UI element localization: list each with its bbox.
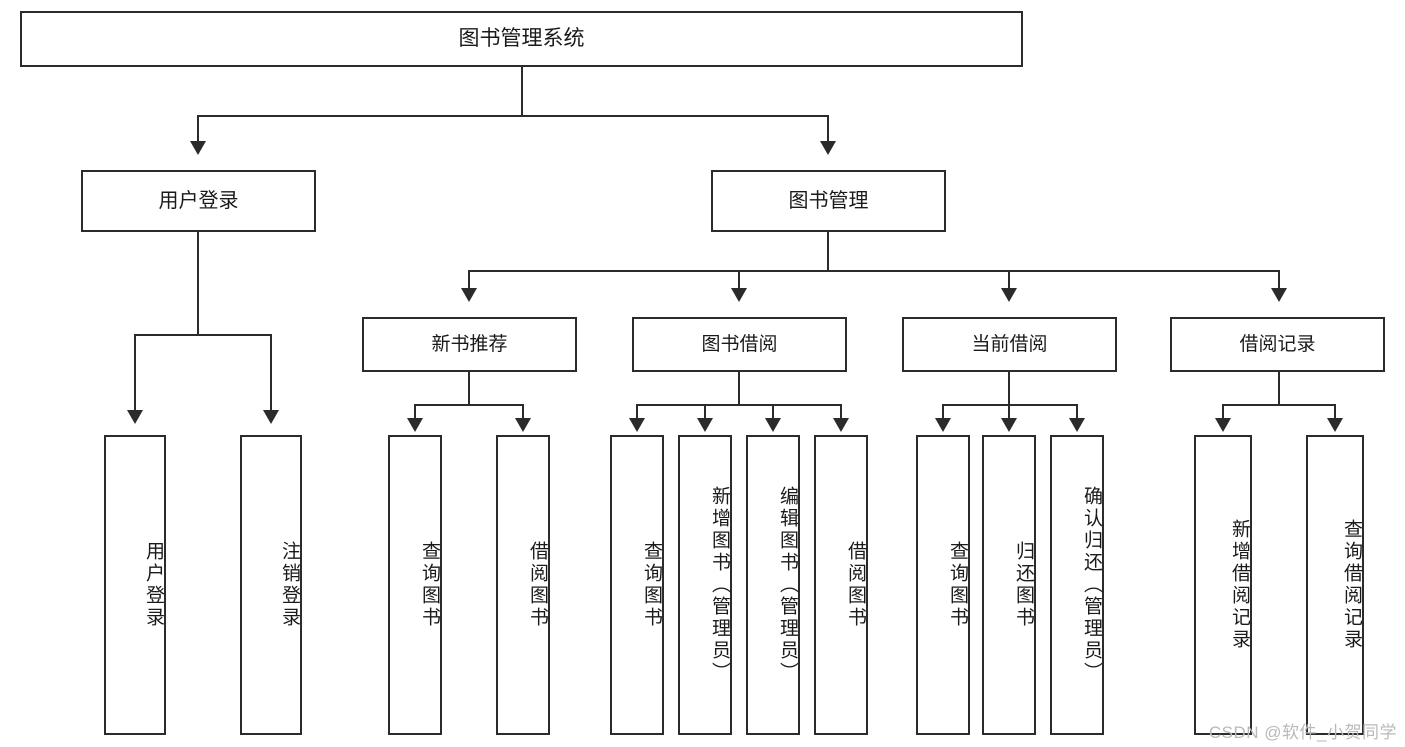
arrowhead-current-borrow	[1001, 288, 1017, 302]
node-new-book-recommend[interactable]: 新书推荐	[362, 317, 577, 372]
node-current-borrow[interactable]: 当前借阅	[902, 317, 1117, 372]
node-leaf-return-book[interactable]: 归还图书	[982, 435, 1036, 735]
node-label: 图书借阅	[701, 333, 778, 355]
node-label: 新增图书（管理员）	[709, 486, 730, 684]
node-book-manage[interactable]: 图书管理	[711, 170, 946, 232]
connector-br-drop-1	[1222, 404, 1224, 420]
arrowhead-leaf-add-record	[1215, 418, 1231, 432]
arrowhead-book-manage	[820, 141, 836, 155]
connector-to-book-borrow	[738, 270, 740, 290]
watermark-text: CSDN @软件_小贺同学	[1208, 723, 1397, 742]
connector-to-current-borrow	[1008, 270, 1010, 290]
node-leaf-user-logout[interactable]: 注销登录	[240, 435, 302, 735]
node-label: 查询图书	[641, 541, 662, 629]
connector-root-to-user-login	[197, 115, 199, 143]
connector-root-to-book-manage	[827, 115, 829, 143]
arrowhead-user-login	[190, 141, 206, 155]
connector-user-login-drop-1	[134, 334, 136, 412]
connector-borrow-record-bar	[1222, 404, 1336, 406]
arrowhead-leaf-query-book-3	[935, 418, 951, 432]
connector-book-borrow-stem	[738, 372, 740, 406]
node-label: 确认归还（管理员）	[1081, 486, 1102, 684]
connector-new-book-recommend-bar	[414, 404, 524, 406]
connector-bb-drop-1	[636, 404, 638, 420]
node-label: 图书管理系统	[458, 26, 585, 50]
arrowhead-leaf-return-book	[1001, 418, 1017, 432]
connector-root-stem	[521, 67, 523, 115]
arrowhead-leaf-query-book-1	[407, 418, 423, 432]
arrowhead-new-book-recommend	[461, 288, 477, 302]
arrowhead-leaf-user-logout	[263, 410, 279, 424]
node-leaf-user-login[interactable]: 用户登录	[104, 435, 166, 735]
node-label: 新书推荐	[431, 333, 508, 355]
node-leaf-query-book-2[interactable]: 查询图书	[610, 435, 664, 735]
node-label: 借阅记录	[1239, 333, 1316, 355]
node-label: 注销登录	[279, 541, 300, 629]
node-leaf-confirm-return[interactable]: 确认归还（管理员）	[1050, 435, 1104, 735]
node-label: 借阅图书	[527, 541, 548, 629]
arrowhead-borrow-record	[1271, 288, 1287, 302]
connector-nbr-drop-2	[522, 404, 524, 420]
node-leaf-borrow-book-2[interactable]: 借阅图书	[814, 435, 868, 735]
node-label: 用户登录	[143, 541, 164, 629]
connector-borrow-record-stem	[1278, 372, 1280, 406]
node-label: 图书管理	[788, 189, 869, 212]
connector-user-login-bar	[134, 334, 272, 336]
arrowhead-leaf-query-book-2	[629, 418, 645, 432]
node-label: 新增借阅记录	[1229, 519, 1250, 651]
connector-user-login-drop-2	[270, 334, 272, 412]
connector-current-borrow-stem	[1008, 372, 1010, 406]
arrowhead-book-borrow	[731, 288, 747, 302]
connector-cb-drop-1	[942, 404, 944, 420]
node-label: 查询图书	[947, 541, 968, 629]
arrowhead-leaf-borrow-book-2	[833, 418, 849, 432]
node-leaf-edit-book[interactable]: 编辑图书（管理员）	[746, 435, 800, 735]
node-root-system[interactable]: 图书管理系统	[20, 11, 1023, 67]
arrowhead-leaf-confirm-return	[1069, 418, 1085, 432]
node-label: 查询借阅记录	[1341, 519, 1362, 651]
connector-book-manage-bar	[468, 270, 1280, 272]
node-leaf-query-record[interactable]: 查询借阅记录	[1306, 435, 1364, 735]
connector-nbr-drop-1	[414, 404, 416, 420]
arrowhead-leaf-user-login	[127, 410, 143, 424]
node-book-borrow[interactable]: 图书借阅	[632, 317, 847, 372]
node-label: 归还图书	[1013, 541, 1034, 629]
node-label: 当前借阅	[971, 333, 1048, 355]
connector-user-login-stem	[197, 232, 199, 336]
connector-bb-drop-2	[704, 404, 706, 420]
arrowhead-leaf-edit-book	[765, 418, 781, 432]
connector-br-drop-2	[1334, 404, 1336, 420]
node-label: 借阅图书	[845, 541, 866, 629]
connector-bb-drop-3	[772, 404, 774, 420]
connector-root-bar	[197, 115, 829, 117]
node-user-login[interactable]: 用户登录	[81, 170, 316, 232]
connector-to-borrow-record	[1278, 270, 1280, 290]
node-leaf-query-book-1[interactable]: 查询图书	[388, 435, 442, 735]
node-label: 用户登录	[158, 189, 239, 212]
node-borrow-record[interactable]: 借阅记录	[1170, 317, 1385, 372]
arrowhead-leaf-query-record	[1327, 418, 1343, 432]
connector-to-new-book-recommend	[468, 270, 470, 290]
connector-current-borrow-bar	[942, 404, 1078, 406]
connector-cb-drop-3	[1076, 404, 1078, 420]
node-leaf-borrow-book-1[interactable]: 借阅图书	[496, 435, 550, 735]
node-label: 查询图书	[419, 541, 440, 629]
connector-cb-drop-2	[1008, 404, 1010, 420]
node-leaf-add-record[interactable]: 新增借阅记录	[1194, 435, 1252, 735]
connector-book-manage-stem	[827, 232, 829, 272]
arrowhead-leaf-borrow-book-1	[515, 418, 531, 432]
connector-new-book-recommend-stem	[468, 372, 470, 406]
node-leaf-add-book[interactable]: 新增图书（管理员）	[678, 435, 732, 735]
node-leaf-query-book-3[interactable]: 查询图书	[916, 435, 970, 735]
node-label: 编辑图书（管理员）	[777, 486, 798, 684]
connector-book-borrow-bar	[636, 404, 842, 406]
arrowhead-leaf-add-book	[697, 418, 713, 432]
connector-bb-drop-4	[840, 404, 842, 420]
